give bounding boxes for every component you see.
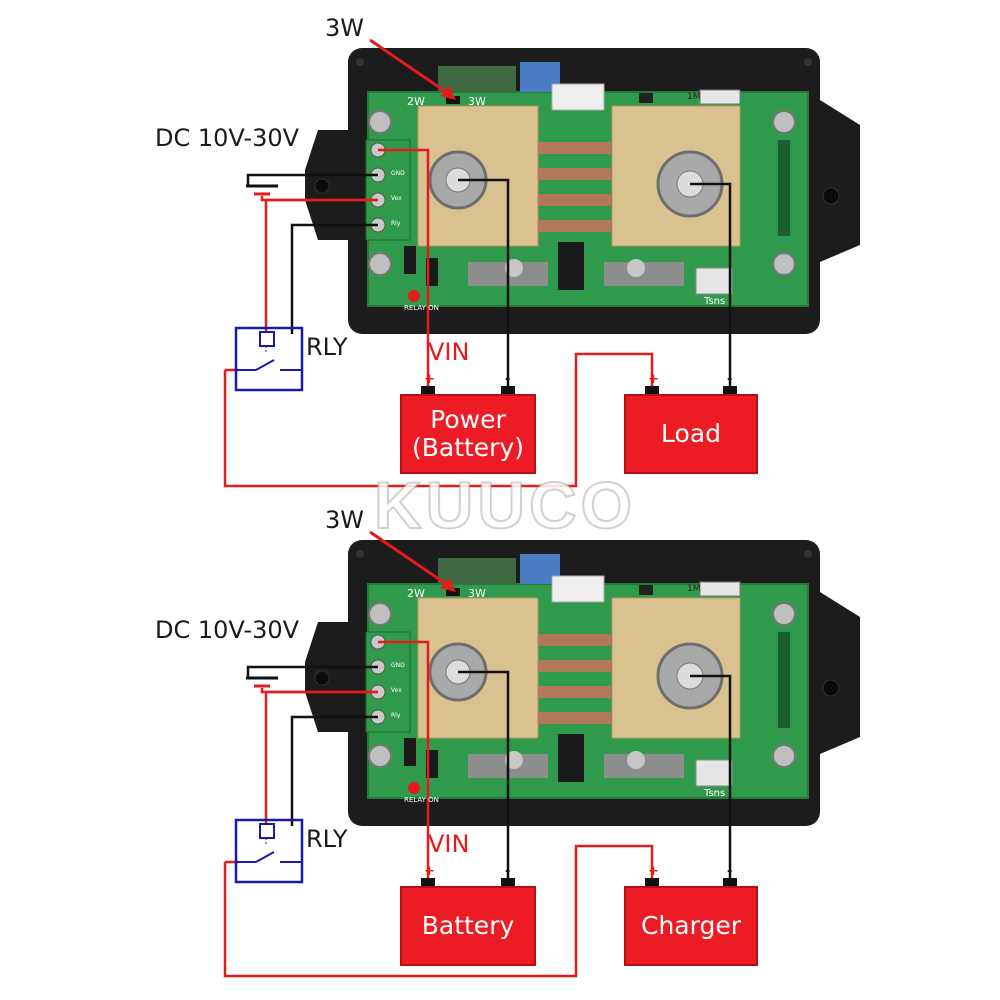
- terminal-label-gnd: GND: [391, 662, 405, 669]
- dc-supply-label: DC 10V-30V: [155, 616, 300, 644]
- resistor-label: 1M: [687, 92, 701, 102]
- plus-terminal-right: +: [648, 864, 659, 879]
- jumper-callout-arrow: [369, 530, 453, 590]
- resistor-label: 1M: [687, 584, 701, 594]
- plus-terminal-left: +: [424, 372, 435, 387]
- sensor-label: Tsns: [704, 296, 726, 307]
- jumper-callout-arrow: [369, 38, 453, 98]
- minus-terminal-left: -: [505, 864, 511, 879]
- minus-terminal-left: -: [505, 372, 511, 387]
- pcb-board: [365, 62, 809, 307]
- jumper-callout-label: 3W: [325, 506, 364, 534]
- plus-terminal-right: +: [648, 372, 659, 387]
- minus-terminal-right: -: [727, 372, 733, 387]
- terminal-label-gnd: GND: [391, 170, 405, 177]
- wiring-diagram-top: 3W 2W 3W 1M DC 10V-30V RLY VIN Tsns RELA…: [155, 14, 860, 488]
- terminal-label-vex: Vex: [391, 687, 402, 694]
- wires: [223, 640, 732, 978]
- terminal-label-vex: Vex: [391, 195, 402, 202]
- jumper-3w-label: 3W: [468, 587, 486, 600]
- relay-label: RLY: [306, 333, 348, 361]
- wires: [223, 148, 732, 488]
- relay-led-label: RELAY ON: [404, 796, 439, 804]
- jumper-callout-label: 3W: [325, 14, 364, 42]
- pcb-board: [365, 554, 809, 799]
- sensor-label: Tsns: [704, 788, 726, 799]
- brand-watermark: KUUCO: [373, 467, 636, 543]
- vin-label: VIN: [428, 338, 470, 366]
- jumper-3w-label: 3W: [468, 95, 486, 108]
- charger-box: Charger: [624, 886, 758, 966]
- terminal-label-rly: Rly: [391, 712, 401, 719]
- jumper-2w-label: 2W: [407, 95, 425, 108]
- wiring-diagram-svg: [223, 530, 860, 978]
- minus-terminal-right: -: [727, 864, 733, 879]
- power-battery-box: Power (Battery): [400, 394, 536, 474]
- wiring-diagram-svg: [223, 38, 860, 488]
- plus-terminal-left: +: [424, 864, 435, 879]
- jumper-2w-label: 2W: [407, 587, 425, 600]
- dc-supply-label: DC 10V-30V: [155, 124, 300, 152]
- battery-box: Battery: [400, 886, 536, 966]
- terminal-label-rly: Rly: [391, 220, 401, 227]
- wiring-diagram-bottom: 3W 2W 3W 1M DC 10V-30V RLY VIN Tsns RELA…: [0, 492, 1000, 992]
- relay-led-label: RELAY ON: [404, 304, 439, 312]
- vin-label: VIN: [428, 830, 470, 858]
- relay-symbol: [234, 326, 304, 392]
- relay-label: RLY: [306, 825, 348, 853]
- relay-symbol: [234, 818, 304, 884]
- load-box: Load: [624, 394, 758, 474]
